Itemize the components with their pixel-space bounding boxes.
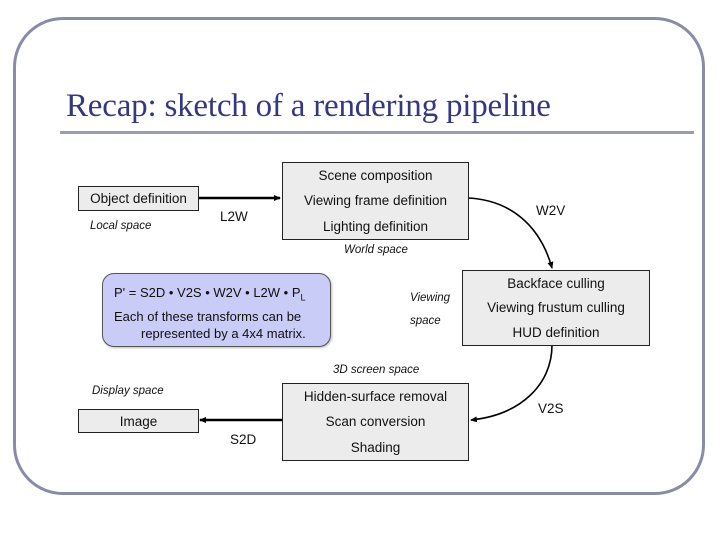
viewing-frustum-culling-label: Viewing frustum culling	[487, 300, 625, 316]
formula-callout: P' = S2D • V2S • W2V • L2W • PL Each of …	[102, 273, 331, 347]
image-box: Image	[78, 409, 199, 433]
object-definition-label: Object definition	[90, 191, 187, 206]
w2v-arrow	[467, 197, 554, 269]
title-underline	[60, 131, 694, 134]
formula-note-line1: Each of these transforms can be	[114, 309, 302, 324]
s2d-label: S2D	[230, 432, 257, 447]
viewing-space-label-line1: Viewing	[410, 292, 451, 304]
scene-composition-label: Scene composition	[318, 168, 433, 184]
screen-space-label: 3D screen space	[333, 364, 420, 376]
w2v-label: W2V	[536, 203, 566, 218]
image-label: Image	[119, 413, 158, 429]
v2s-arrow	[470, 344, 553, 423]
hud-definition-label: HUD definition	[512, 325, 600, 341]
scan-conversion-label: Scan conversion	[325, 414, 426, 430]
viewing-frame-definition-label: Viewing frame definition	[303, 193, 448, 209]
lighting-definition-label: Lighting definition	[322, 218, 429, 234]
world-space-label: World space	[344, 244, 408, 256]
v2s-label: V2S	[538, 401, 564, 416]
backface-culling-label: Backface culling	[507, 275, 605, 291]
formula-note-line2: represented by a 4x4 matrix.	[141, 326, 306, 341]
shading-label: Shading	[350, 439, 401, 455]
l2w-label: L2W	[220, 209, 248, 224]
object-definition-box: Object definition	[78, 186, 199, 211]
local-space-label: Local space	[90, 220, 152, 232]
viewing-box: Backface culling Viewing frustum culling…	[462, 270, 650, 346]
screen-box: Hidden-surface removal Scan conversion S…	[282, 383, 469, 461]
hidden-surface-removal-label: Hidden-surface removal	[303, 389, 448, 405]
slide-title: Recap: sketch of a rendering pipeline	[66, 88, 551, 124]
world-box: Scene composition Viewing frame definiti…	[282, 162, 469, 240]
display-space-label: Display space	[92, 385, 164, 397]
viewing-space-label-line2: space	[410, 315, 441, 327]
formula-equation: P' = S2D • V2S • W2V • L2W • PL	[114, 285, 306, 303]
formula-subscript: L	[300, 292, 306, 303]
slide-frame	[13, 17, 705, 495]
